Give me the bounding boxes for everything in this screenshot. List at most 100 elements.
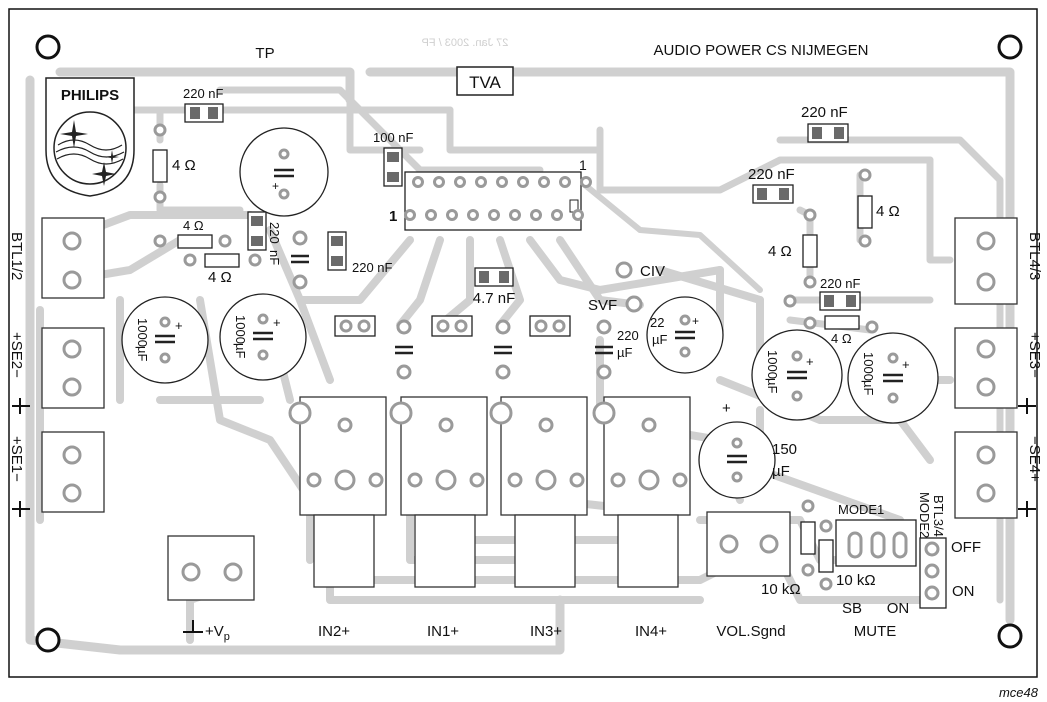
- ic-pin: [559, 176, 571, 188]
- smd-cap-220nf-right3: [783, 291, 861, 311]
- cinch-pad: [569, 472, 585, 488]
- plus-sign: +: [272, 179, 279, 193]
- ic-footprint: [404, 171, 582, 231]
- cap-100nf-label: 100 nF: [373, 130, 414, 145]
- cinch-pad: [306, 472, 322, 488]
- mode2-switch: [919, 537, 947, 609]
- cinch-pad: [288, 401, 312, 425]
- mute-label: MUTE: [854, 623, 897, 640]
- sb-label: SB: [842, 600, 862, 617]
- cap-22-unit: µF: [652, 332, 667, 347]
- figure-code: mce48: [999, 685, 1039, 700]
- on-label: ON: [952, 583, 975, 600]
- smd-cap-100nf: [383, 147, 403, 187]
- cinch-barrel: [313, 514, 375, 588]
- ic-pin: [496, 176, 508, 188]
- elcap-22uf: [646, 296, 724, 374]
- cap-150-unit: µF: [772, 463, 790, 480]
- cinch-body: [400, 396, 488, 516]
- vol-connector: [706, 511, 791, 577]
- ic-pin: [551, 209, 563, 221]
- cap-1000-unit: µF: [135, 346, 150, 361]
- elcap-1000uf-left2: [219, 293, 307, 381]
- resistor-4ohm-right: [802, 168, 873, 289]
- elcap-top-center: [239, 127, 329, 217]
- resistor-4ohm-right3: [803, 315, 879, 334]
- se3-label: +SE3−: [1026, 332, 1043, 378]
- cinch-pad: [592, 401, 616, 425]
- on2-label: ON: [887, 600, 910, 617]
- date-mirrored: 27 Jan. 2003 / FP: [422, 37, 509, 49]
- res-10k-label-a: 10 kΩ: [761, 581, 801, 598]
- civ-label: CIV: [640, 263, 665, 280]
- cinch-barrel: [617, 514, 679, 588]
- cap-1000-unit: µF: [233, 343, 248, 358]
- power-connector: [167, 535, 255, 633]
- cinch-pad: [337, 417, 353, 433]
- ic-pin: [580, 176, 592, 188]
- se1-label: +SE1−: [8, 436, 25, 482]
- svf-label: SVF: [588, 297, 617, 314]
- ic-label: TVA: [469, 73, 501, 92]
- cinch-pad: [489, 401, 513, 425]
- elcap-1000uf-right2: [847, 332, 939, 424]
- cinch-pad: [469, 472, 485, 488]
- ic-pin1-top: 1: [579, 157, 587, 173]
- smd-cap-220nf-vertical: [247, 211, 267, 251]
- in1-label: IN1+: [427, 623, 459, 640]
- tp-label: TP: [255, 45, 274, 62]
- ic-pin: [404, 209, 416, 221]
- elcap-1000uf-right1: [751, 329, 843, 421]
- mode1-label: MODE1: [838, 502, 884, 517]
- mode2-label: MODE2: [917, 492, 932, 538]
- ic-pin: [446, 209, 458, 221]
- ic-pin: [509, 209, 521, 221]
- plus-sign: +: [692, 314, 699, 328]
- in2-label: IN2+: [318, 623, 350, 640]
- plus-sign: +: [902, 357, 910, 372]
- cap-1000-unit: µF: [765, 378, 780, 393]
- cap-220nf-right3-label: 220 nF: [820, 276, 861, 291]
- cinch-pad: [538, 417, 554, 433]
- btl12-label: BTL1/2: [8, 232, 25, 280]
- cinch-pad: [641, 417, 657, 433]
- mounting-hole: [35, 627, 61, 653]
- input-cap-4: [291, 230, 309, 290]
- res-4ohm-right3-label: 4 Ω: [831, 331, 852, 346]
- input-cap-1: [395, 319, 413, 380]
- ic-pin: [433, 176, 445, 188]
- res-4ohm-label: 4 Ω: [172, 157, 196, 174]
- cap-220nf-right2-label: 220 nF: [748, 166, 795, 183]
- res-10k-label-b: 10 kΩ: [836, 572, 876, 589]
- mounting-hole: [997, 623, 1023, 649]
- cinch-barrel: [514, 514, 576, 588]
- ic-pin: [572, 209, 584, 221]
- cap-1000-unit: µF: [861, 380, 876, 395]
- left-connectors: [41, 217, 105, 513]
- cinch-body: [299, 396, 387, 516]
- cinch-pad: [610, 472, 626, 488]
- off-label: OFF: [951, 539, 981, 556]
- cap-22-label: 22: [650, 315, 664, 330]
- ic-pin: [488, 209, 500, 221]
- plus-sign: +: [722, 400, 731, 417]
- ic-pin: [475, 176, 487, 188]
- cinch-pad: [435, 469, 457, 491]
- smd-cap-220nf-mid: [327, 231, 347, 271]
- cap-1000-label: 1000: [135, 318, 150, 347]
- cap-150-label: 150: [772, 441, 797, 458]
- tva-box: [456, 66, 514, 96]
- input-cap-3: [595, 319, 613, 380]
- cap-4-7nf-label: 4.7 nF: [473, 290, 516, 307]
- resistors-10k: [800, 499, 834, 591]
- cap-220-label: 220: [617, 328, 639, 343]
- resistor-4ohm-vertical: [152, 123, 168, 204]
- ic-pin: [538, 176, 550, 188]
- cinch-pad: [407, 472, 423, 488]
- smd-cap-220nf-right-top: [807, 123, 849, 143]
- cap-220nf-mid-label: 220 nF: [352, 260, 393, 275]
- cap-220-label-b: nF: [267, 250, 282, 265]
- cap-1000-label: 1000: [233, 315, 248, 344]
- plus-sign: +: [175, 318, 183, 333]
